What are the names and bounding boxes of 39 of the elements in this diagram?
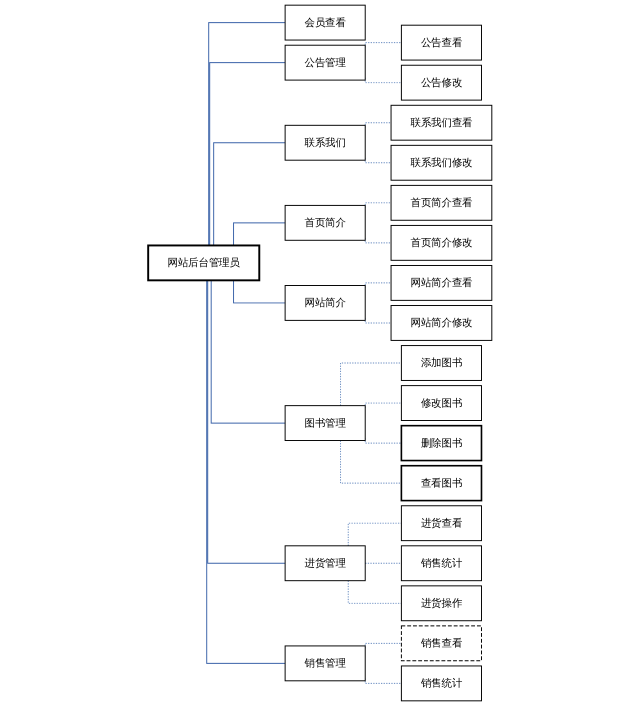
node-box: 修改图书 (400, 385, 482, 421)
node-box: 公告管理 (284, 44, 366, 81)
connector (348, 580, 402, 604)
node-box: 公告查看 (400, 24, 482, 61)
connector (364, 562, 402, 564)
connector (206, 280, 286, 664)
node-box: 联系我们查看 (390, 104, 492, 141)
node-box: 删除图书 (400, 424, 482, 462)
node-box: 网站后台管理员 (147, 244, 260, 282)
connector (207, 280, 286, 564)
node-box: 销售统计 (400, 545, 482, 582)
node-box: 网站简介修改 (390, 305, 492, 341)
node-box: 图书管理 (284, 405, 366, 441)
node-box: 销售查看 (400, 625, 482, 662)
node-box: 网站简介查看 (390, 265, 492, 301)
connector (210, 280, 286, 424)
node-box: 会员查看 (284, 4, 366, 41)
node-box: 网站简介 (284, 285, 366, 321)
connector (213, 142, 286, 246)
node-box: 添加图书 (400, 345, 482, 381)
node-box: 联系我们 (284, 124, 366, 161)
node-box: 首页简介修改 (390, 224, 492, 261)
node-box: 首页简介 (284, 204, 366, 241)
node-box: 销售统计 (400, 665, 482, 702)
node-box: 联系我们修改 (390, 144, 492, 181)
connector (340, 362, 402, 406)
node-box: 进货管理 (284, 545, 366, 582)
connector (348, 522, 402, 546)
connector (233, 280, 286, 304)
node-box: 首页简介查看 (390, 184, 492, 221)
node-box: 公告修改 (400, 64, 482, 101)
node-box: 进货操作 (400, 585, 482, 622)
connector (208, 22, 286, 246)
connector (340, 440, 402, 484)
node-box: 查看图书 (400, 464, 482, 502)
connector (233, 222, 286, 246)
node-box: 进货查看 (400, 505, 482, 542)
connector (209, 62, 286, 246)
node-box: 销售管理 (284, 645, 366, 682)
